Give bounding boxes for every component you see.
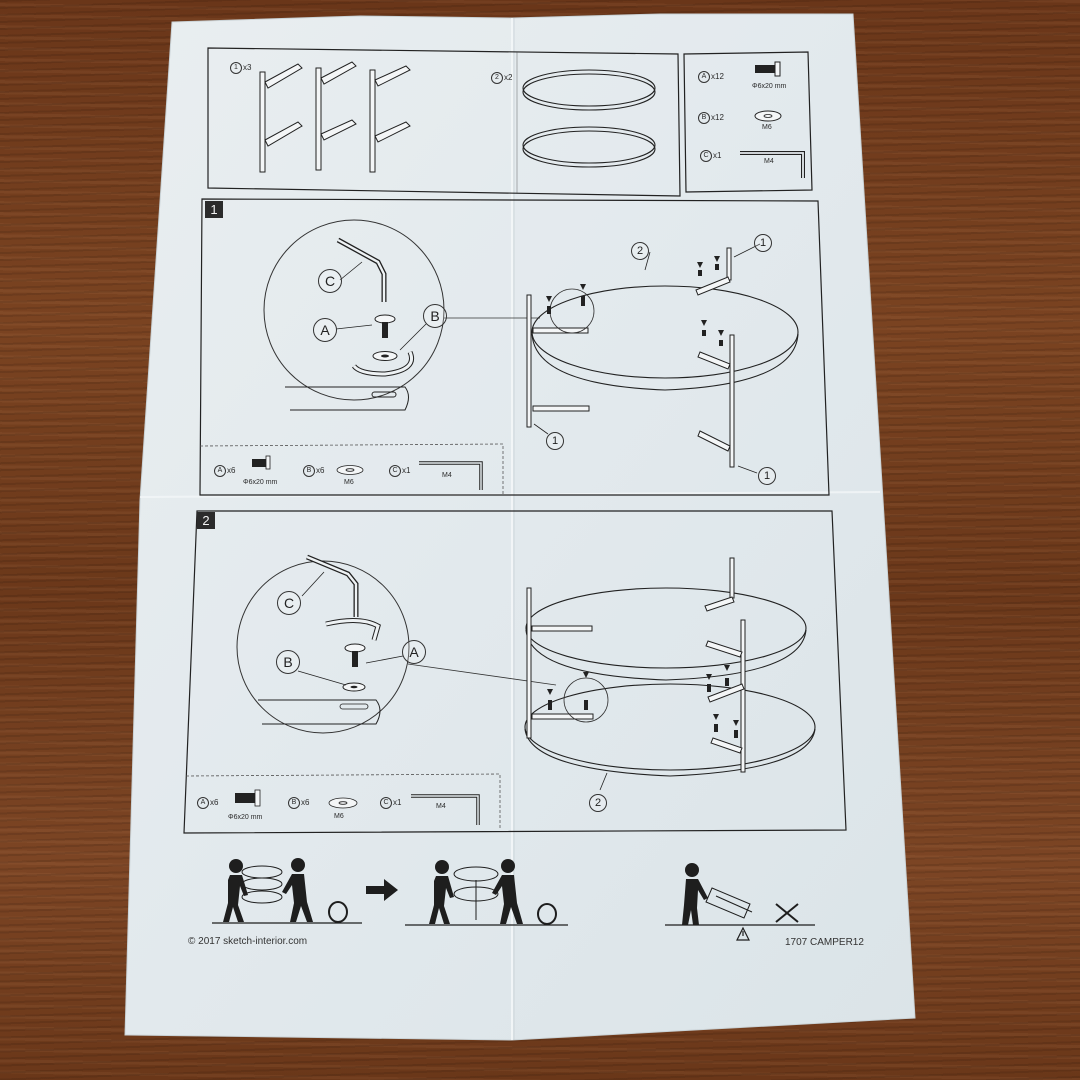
step1-callout-bolt: A	[313, 318, 337, 342]
step1-callout-tray: 2	[631, 242, 649, 260]
bolt-icon-spec: Φ6x20 mm	[752, 83, 787, 90]
step2-callout-washer: B	[276, 650, 300, 674]
copyright-text: © 2017 sketch-interior.com	[188, 936, 308, 947]
step1-bolt-spec: Φ6x20 mm	[243, 479, 278, 486]
step1-callout-washer: B	[423, 304, 447, 328]
step2-washer-spec: M6	[334, 813, 344, 820]
step2-hex-key-spec: M4	[436, 803, 446, 810]
drag-table-incorrect-pictogram	[665, 858, 815, 928]
step2-callout-tray: 2	[589, 794, 607, 812]
step1-callout-leg-right: 1	[758, 467, 776, 485]
two-people-carry-table-pictogram	[212, 855, 362, 925]
step2-callout-bolt: A	[402, 640, 426, 664]
two-people-carry-table-correct-pictogram	[405, 855, 568, 927]
step-2-number: 2	[197, 512, 215, 529]
step1-callout-leg-left: 1	[546, 432, 564, 450]
hex-key-icon-spec: M4	[764, 158, 774, 165]
arrow-right-icon	[366, 879, 398, 901]
step1-washer-spec: M6	[344, 479, 354, 486]
washer-icon-spec: M6	[762, 124, 772, 131]
warning-icon	[736, 927, 750, 941]
step-1-number: 1	[205, 201, 223, 218]
step1-hex-key-spec: M4	[442, 472, 452, 479]
step1-callout-hex-key: C	[318, 269, 342, 293]
step2-bolt-spec: Φ6x20 mm	[228, 814, 263, 821]
model-code: 1707 CAMPER12	[785, 937, 864, 948]
step1-callout-leg-top: 1	[754, 234, 772, 252]
step2-callout-hex-key: C	[277, 591, 301, 615]
